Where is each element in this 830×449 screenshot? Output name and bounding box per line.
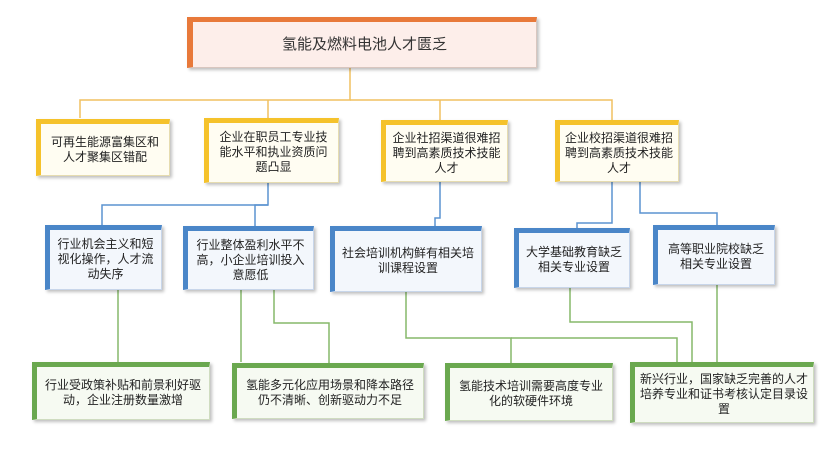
cause-node-3: 企业社招渠道很难招聘到高素质技术技能人才	[381, 120, 508, 182]
cause-label-2: 企业在职员工专业技能水平和执业资质问题凸显	[219, 130, 328, 174]
subcause-node-4: 大学基础教育缺乏相关专业设置	[514, 228, 630, 288]
cause-node-1: 可再生能源富集区和人才聚集区错配	[36, 119, 170, 176]
root-label: 氢能及燃料电池人才匮乏	[281, 35, 447, 53]
subcause-node-2: 行业整体盈利水平不高，小企业培训投入意愿低	[183, 226, 314, 290]
cause-node-2: 企业在职员工专业技能水平和执业资质问题凸显	[204, 118, 339, 183]
subcause-label-2: 行业整体盈利水平不高，小企业培训投入意愿低	[196, 237, 305, 282]
root-cause-label-4: 新兴行业，国家缺乏完善的人才培养专业和证书考核认定目录设置	[640, 372, 809, 416]
subcause-label-3: 社会培训机构鲜有相关培训课程设置	[341, 246, 474, 275]
cause-label-1: 可再生能源富集区和人才聚集区错配	[50, 134, 159, 164]
root-cause-label-2: 氢能多元化应用场景和降本路径仍不清晰、创新驱动力不足	[245, 378, 414, 407]
root-cause-node-3: 氢能技术培训需要高度专业化的软硬件环境	[445, 363, 613, 421]
subcause-label-1: 行业机会主义和短视化操作，人才流动失序	[57, 237, 154, 281]
root-cause-node-2: 氢能多元化应用场景和降本路径仍不清晰、创新驱动力不足	[232, 363, 424, 419]
subcause-node-1: 行业机会主义和短视化操作，人才流动失序	[45, 225, 162, 290]
subcause-node-3: 社会培训机构鲜有相关培训课程设置	[330, 226, 482, 292]
cause-node-4: 企业校招渠道很难招聘到高素质技术技能人才	[555, 120, 679, 182]
root-cause-node-1: 行业受政策补贴和前景利好驱动，企业注册数量激增	[32, 362, 210, 420]
root-node: 氢能及燃料电池人才匮乏	[187, 17, 537, 68]
cause-label-4: 企业校招渠道很难招聘到高素质技术技能人才	[565, 130, 674, 175]
root-cause-label-3: 氢能技术培训需要高度专业化的软硬件环境	[458, 379, 603, 408]
subcause-node-5: 高等职业院校缺乏相关专业设置	[653, 225, 775, 285]
cause-label-3: 企业社招渠道很难招聘到高素质技术技能人才	[392, 130, 501, 175]
subcause-label-4: 大学基础教育缺乏相关专业设置	[525, 245, 622, 274]
subcause-label-5: 高等职业院校缺乏相关专业设置	[667, 242, 764, 271]
root-cause-node-4: 新兴行业，国家缺乏完善的人才培养专业和证书考核认定目录设置	[630, 362, 814, 423]
root-cause-label-1: 行业受政策补贴和前景利好驱动，企业注册数量激增	[44, 378, 201, 407]
